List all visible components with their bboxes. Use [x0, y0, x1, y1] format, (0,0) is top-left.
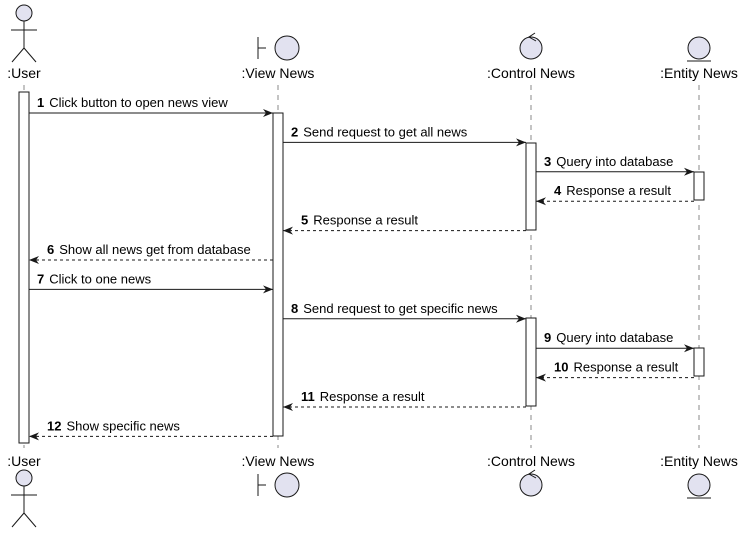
- message-label: 3 Query into database: [544, 154, 673, 169]
- participant-name: :Entity News: [660, 65, 738, 81]
- message-2: 2 Send request to get all news: [283, 124, 526, 147]
- message-number: 10: [554, 360, 568, 375]
- message-number: 4: [554, 183, 562, 198]
- message-1: 1 Click button to open news view: [29, 95, 273, 117]
- participant-user-top: :User: [7, 4, 41, 81]
- actor-icon: [11, 469, 37, 528]
- message-8: 8 Send request to get specific news: [283, 301, 526, 323]
- actor-icon: [11, 4, 37, 63]
- message-number: 8: [291, 301, 298, 316]
- participant-name: :Entity News: [660, 453, 738, 469]
- message-number: 3: [544, 154, 551, 169]
- message-3: 3 Query into database: [536, 154, 694, 176]
- message-number: 12: [47, 418, 61, 433]
- message-label: 2 Send request to get all news: [291, 124, 468, 139]
- message-label: 10 Response a result: [554, 360, 679, 375]
- activation-bar-control: [525, 317, 537, 407]
- participant-name: :Control News: [487, 453, 575, 469]
- message-label: 7 Click to one news: [37, 271, 152, 286]
- message-label: 4 Response a result: [554, 183, 671, 198]
- message-7: 7 Click to one news: [29, 271, 273, 294]
- message-text: Response a result: [313, 213, 418, 228]
- participant-name: :Control News: [487, 65, 575, 81]
- message-5: 5 Response a result: [283, 213, 526, 235]
- entity-icon: [687, 36, 711, 62]
- entity-icon: [687, 473, 711, 499]
- message-text: Show specific news: [66, 418, 180, 433]
- participant-entity-top: :Entity News: [660, 36, 738, 81]
- message-text: Click to one news: [49, 271, 151, 286]
- participant-control-bottom: :Control News: [487, 453, 575, 497]
- message-number: 9: [544, 330, 551, 345]
- participant-name: :User: [7, 453, 41, 469]
- participant-name: :View News: [242, 65, 315, 81]
- message-text: Response a result: [320, 389, 425, 404]
- participant-name: :View News: [242, 453, 315, 469]
- participant-control-top: :Control News: [487, 32, 575, 81]
- activation-bar-entity: [693, 171, 705, 201]
- message-label: 9 Query into database: [544, 330, 673, 345]
- activation-bar-user: [18, 91, 30, 444]
- message-text: Send request to get specific news: [303, 301, 498, 316]
- participant-user-bottom: :User: [7, 453, 41, 528]
- message-number: 1: [37, 95, 44, 110]
- participant-view-top: :View News: [242, 35, 315, 81]
- message-label: 12 Show specific news: [47, 418, 180, 433]
- message-number: 2: [291, 124, 298, 139]
- participant-name: :User: [7, 65, 41, 81]
- boundary-icon: [257, 472, 300, 498]
- message-label: 8 Send request to get specific news: [291, 301, 498, 316]
- message-text: Response a result: [573, 360, 678, 375]
- message-label: 5 Response a result: [301, 213, 418, 228]
- activation-bar-entity: [693, 347, 705, 377]
- message-number: 6: [47, 242, 54, 257]
- message-4: 4 Response a result: [536, 183, 694, 206]
- activation-bar-control: [525, 142, 537, 231]
- activation-bar-view: [272, 112, 284, 437]
- message-10: 10 Response a result: [536, 360, 694, 382]
- message-text: Query into database: [556, 154, 673, 169]
- boundary-icon: [257, 35, 300, 61]
- control-icon: [519, 32, 543, 60]
- message-number: 5: [301, 213, 308, 228]
- control-icon: [519, 469, 543, 497]
- message-number: 11: [301, 389, 315, 404]
- message-11: 11 Response a result: [283, 389, 526, 411]
- message-text: Query into database: [556, 330, 673, 345]
- message-6: 6 Show all news get from database: [29, 242, 273, 264]
- message-number: 7: [37, 271, 44, 286]
- participant-entity-bottom: :Entity News: [660, 453, 738, 499]
- participant-view-bottom: :View News: [242, 453, 315, 498]
- message-label: 1 Click button to open news view: [37, 95, 228, 110]
- message-9: 9 Query into database: [536, 330, 694, 353]
- message-text: Click button to open news view: [49, 95, 228, 110]
- message-text: Send request to get all news: [303, 124, 468, 139]
- message-12: 12 Show specific news: [29, 418, 273, 441]
- message-label: 11 Response a result: [301, 389, 425, 404]
- message-text: Show all news get from database: [59, 242, 251, 257]
- message-text: Response a result: [566, 183, 671, 198]
- message-label: 6 Show all news get from database: [47, 242, 251, 257]
